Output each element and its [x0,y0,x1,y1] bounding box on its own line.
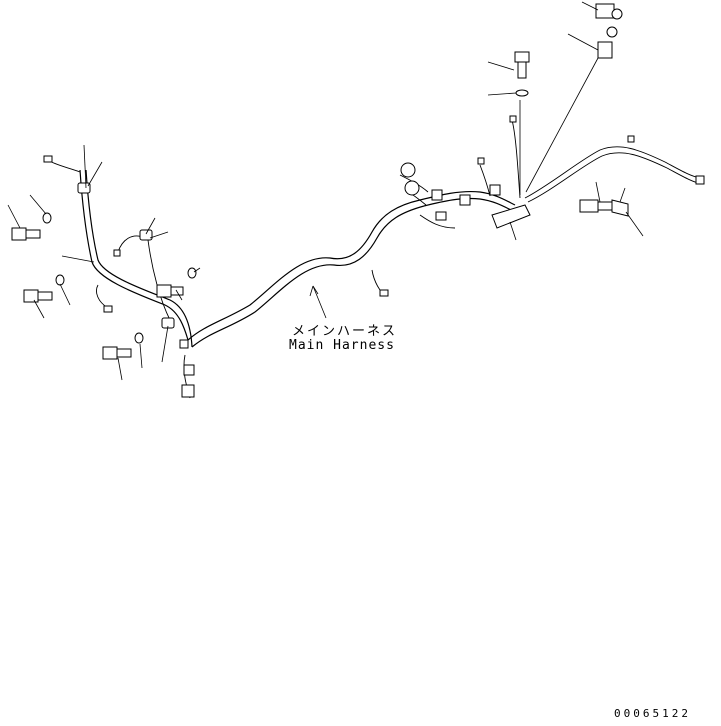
right-bolts [514,51,629,217]
right-harness [371,119,703,297]
right-connectors [379,3,705,297]
left-connectors [43,155,195,398]
part-label-en: Main Harness [289,338,395,353]
drawing-number: 00065122 [614,707,691,720]
main-harness-cable [187,199,425,348]
left-branch-harness [47,159,193,399]
leader-lines [7,1,644,381]
left-bolts [11,212,197,360]
part-label-jp: メインハーネス [292,324,398,339]
